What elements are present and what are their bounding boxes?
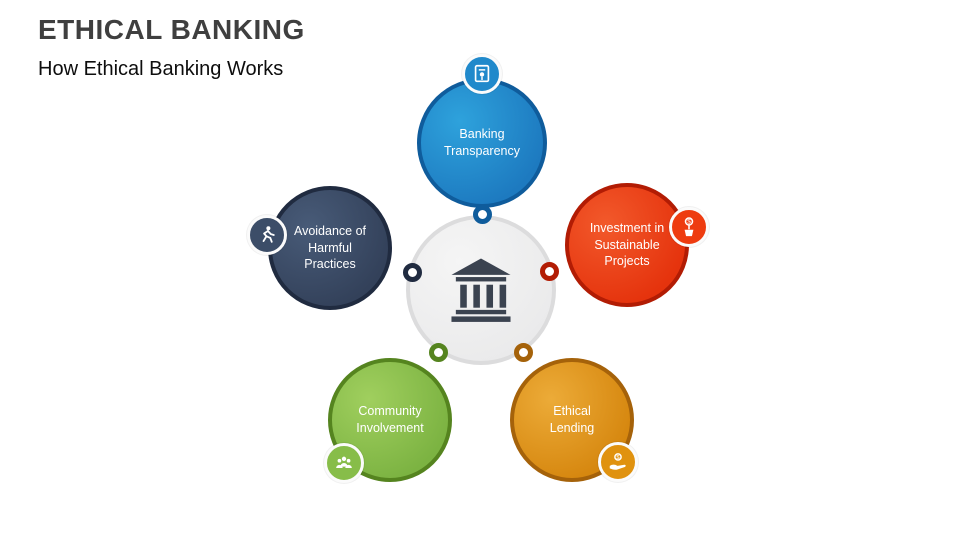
connector-ring: [540, 262, 559, 281]
connector-ring: [473, 205, 492, 224]
svg-text:$: $: [687, 219, 691, 226]
running-person-icon: [247, 215, 287, 255]
certificate-icon: [462, 54, 502, 94]
money-plant-icon: $: [669, 207, 709, 247]
center-hub: [406, 215, 556, 365]
page-subtitle: How Ethical Banking Works: [38, 58, 284, 80]
page-title: ETHICAL BANKING: [38, 14, 305, 45]
community-icon: [324, 443, 364, 483]
petal-circle: Investment in Sustainable Projects: [565, 183, 689, 307]
petal-banking-transparency: Banking Transparency: [417, 54, 547, 224]
connector-ring: [429, 343, 448, 362]
petal-avoidance-of-harmful-practices: Avoidance of Harmful Practices: [247, 186, 422, 310]
hand-money-icon: $: [598, 442, 638, 482]
petal-label: Banking Transparency: [444, 127, 520, 158]
petal-community-involvement: Community Involvement: [324, 343, 452, 483]
petal-label: Ethical Lending: [549, 404, 595, 435]
petal-circle: Avoidance of Harmful Practices: [268, 186, 392, 310]
petal-circle: Banking Transparency: [417, 78, 547, 208]
svg-text:$: $: [616, 455, 620, 461]
petal-label: Investment in Sustainable Projects: [589, 220, 665, 269]
petal-ethical-lending: Ethical Lending $: [510, 343, 638, 482]
petal-investment-in-sustainable-projects: Investment in Sustainable Projects $: [540, 183, 709, 307]
connector-ring: [403, 263, 422, 282]
bank-building-icon: [446, 253, 516, 328]
connector-ring: [514, 343, 533, 362]
petal-label: Community Involvement: [356, 404, 424, 435]
petal-label: Avoidance of Harmful Practices: [293, 223, 367, 272]
